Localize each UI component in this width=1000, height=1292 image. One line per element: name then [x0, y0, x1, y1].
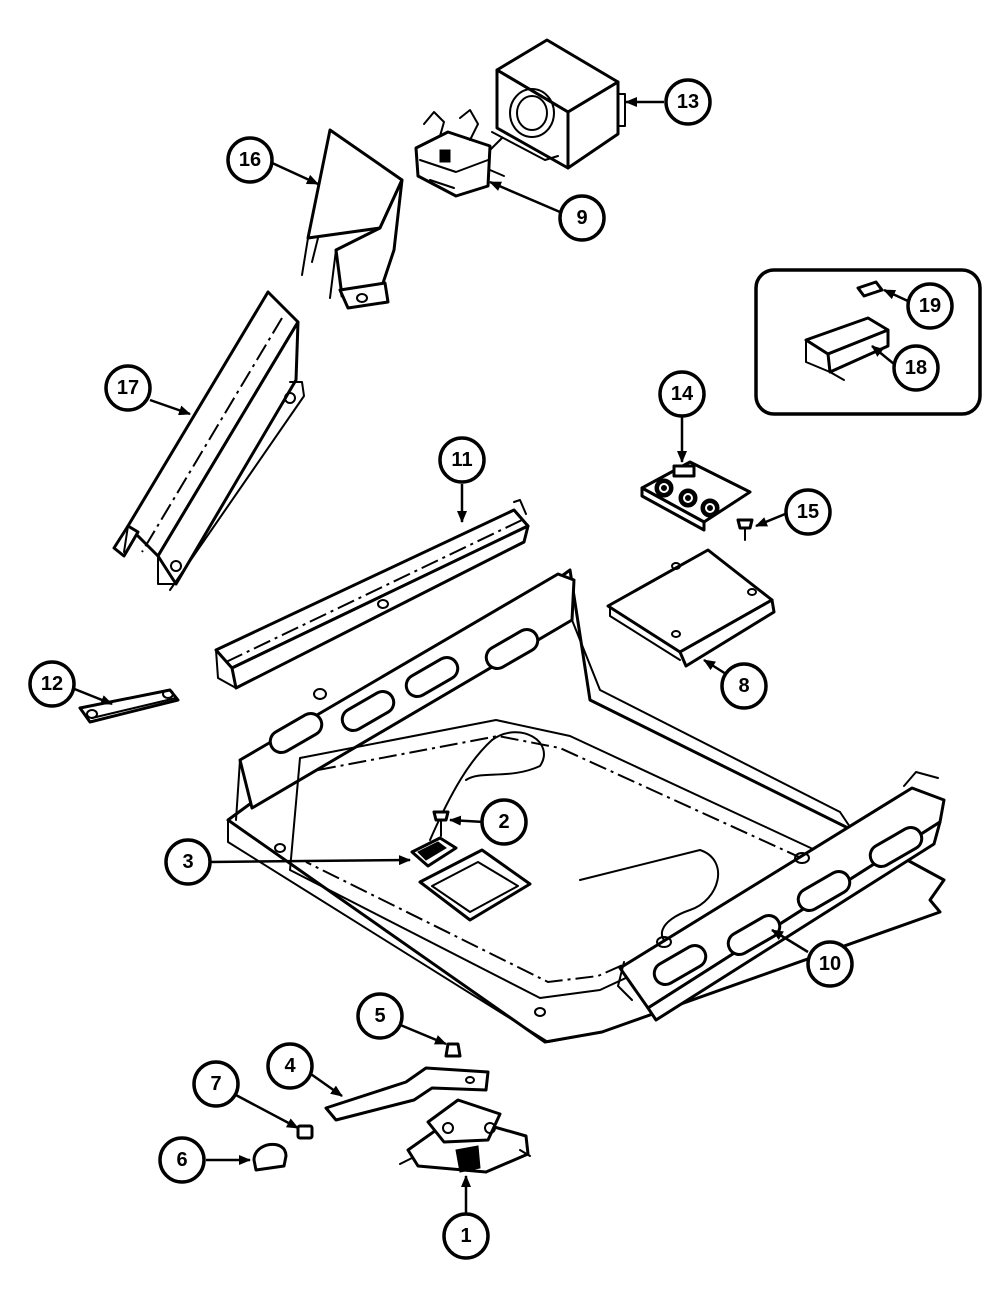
callout-4-label: 4 [284, 1055, 296, 1077]
leader-lines [71, 97, 911, 1214]
part-17-channel [112, 290, 305, 591]
callout-10: 10 [806, 940, 854, 988]
callout-14-label: 14 [671, 383, 694, 405]
callout-5: 5 [356, 992, 404, 1040]
callout-12: 12 [28, 660, 76, 708]
part-12-bar [78, 688, 180, 724]
callout-9-label: 9 [576, 207, 587, 229]
callout-7: 7 [192, 1060, 240, 1108]
callout-2-label: 2 [498, 811, 509, 833]
callout-13-label: 13 [677, 91, 699, 113]
part-9-valve [414, 109, 505, 198]
callout-2: 2 [480, 798, 528, 846]
callout-13: 13 [664, 78, 712, 126]
callout-17-label: 17 [117, 377, 139, 399]
part-15-screw [736, 518, 754, 541]
callout-3-label: 3 [182, 851, 193, 873]
callout-18-label: 18 [905, 357, 927, 379]
callout-11: 11 [438, 436, 486, 484]
part-10-front-rail [617, 771, 946, 1022]
part-7-clip [296, 1124, 314, 1140]
part-14-board [640, 460, 752, 532]
part-1-latch [399, 1098, 531, 1174]
part-5-nut [444, 1042, 462, 1058]
callout-16: 16 [226, 136, 274, 184]
callout-19: 19 [906, 282, 954, 330]
callout-6-label: 6 [176, 1149, 187, 1171]
callout-7-label: 7 [210, 1073, 221, 1095]
callout-16-label: 16 [239, 149, 261, 171]
part-3-bracket [410, 836, 458, 868]
part-8-plate [606, 548, 776, 668]
callout-8: 8 [720, 662, 768, 710]
part-4-linkage [324, 1066, 490, 1122]
callout-9: 9 [558, 194, 606, 242]
callout-5-label: 5 [374, 1005, 385, 1027]
part-11-rail [214, 499, 530, 690]
callout-15: 15 [784, 488, 832, 536]
callout-10-label: 10 [819, 953, 841, 975]
callout-18: 18 [892, 344, 940, 392]
callout-6: 6 [158, 1136, 206, 1184]
callout-11-label: 11 [451, 449, 472, 471]
callout-3: 3 [164, 838, 212, 886]
part-6-knob [252, 1142, 288, 1172]
callout-12-label: 12 [41, 673, 63, 695]
part-16-shield [301, 128, 404, 310]
part-2-screw [432, 810, 450, 837]
callout-8-label: 8 [738, 675, 749, 697]
callout-15-label: 15 [797, 501, 819, 523]
callout-17: 17 [104, 364, 152, 412]
callout-14: 14 [658, 370, 706, 418]
callout-1: 1 [442, 1212, 490, 1260]
callout-1-label: 1 [460, 1225, 471, 1247]
callout-19-label: 19 [919, 295, 941, 317]
callout-4: 4 [266, 1042, 314, 1090]
part-13-housing [491, 38, 626, 170]
